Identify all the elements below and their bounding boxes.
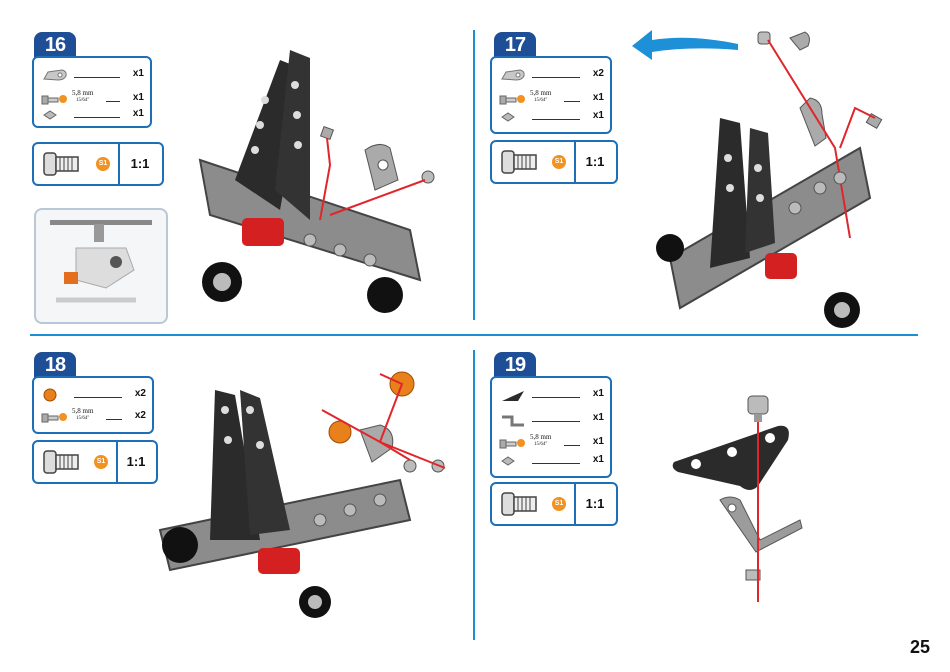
orange-ball-icon	[43, 388, 57, 402]
screw-length: 5,8 mm	[72, 407, 94, 415]
part-qty: x1	[592, 388, 604, 399]
tool-badge: S1	[552, 155, 566, 169]
part-row: x2	[498, 68, 604, 82]
rotate-arrow-icon	[632, 30, 738, 60]
step-number: 16	[34, 32, 76, 58]
step-number: 19	[494, 352, 536, 378]
screwdriver-bit-icon	[43, 152, 79, 176]
part-qty: x2	[592, 68, 604, 79]
part-qty: x1	[592, 436, 604, 447]
scale-label: 1:1	[130, 156, 150, 171]
tool-badge: S1	[94, 455, 108, 469]
part-qty: x1	[132, 92, 144, 103]
step-17-assembly-illustration	[656, 31, 883, 328]
screw-length-inch: 15/64"	[75, 416, 90, 421]
horizontal-divider	[30, 334, 918, 336]
part-qty: x1	[132, 108, 144, 119]
screw-icon	[41, 95, 67, 105]
screw-length-inch: 15/64"	[533, 98, 548, 103]
screwdriver-bit-icon	[43, 450, 79, 474]
part-qty: x2	[134, 388, 146, 399]
bracket-plate-icon	[43, 69, 67, 81]
scale-label: 1:1	[126, 454, 146, 469]
step-number: 17	[494, 32, 536, 58]
tool-box: S1 1:1	[32, 142, 164, 186]
page-number: 25	[909, 637, 930, 657]
nut-icon	[501, 112, 515, 122]
screw-length: 5,8 mm	[530, 89, 552, 97]
screw-length: 5,8 mm	[72, 89, 94, 97]
part-qty: x1	[592, 454, 604, 465]
screw-length: 5,8 mm	[530, 433, 552, 441]
screwdriver-bit-icon	[501, 150, 537, 174]
part-row: x1	[498, 412, 604, 427]
screw-length-inch: 15/64"	[533, 442, 548, 447]
tool-box: S1 1:1	[490, 140, 618, 184]
part-row: x1	[498, 110, 604, 124]
part-qty: x1	[592, 110, 604, 121]
part-qty: x1	[592, 92, 604, 103]
scale-label: 1:1	[585, 496, 605, 511]
vertical-divider-top	[473, 30, 475, 320]
part-row: x1	[40, 108, 144, 122]
step-number: 18	[34, 352, 76, 378]
tool-box: S1 1:1	[32, 440, 158, 484]
screw-icon	[499, 439, 525, 449]
step-19-assembly-illustration	[672, 395, 803, 602]
step-18-assembly-illustration	[158, 371, 446, 618]
part-qty: x1	[592, 412, 604, 423]
tool-box: S1 1:1	[490, 482, 618, 526]
part-row: x1	[498, 388, 604, 402]
bracket-plate-icon	[501, 69, 525, 81]
screw-icon	[499, 95, 525, 105]
part-row: x2	[40, 388, 146, 402]
nut-icon	[501, 456, 515, 466]
screw-length-inch: 15/64"	[75, 98, 90, 103]
tool-badge: S1	[96, 157, 110, 171]
nut-icon	[43, 110, 57, 120]
scale-label: 1:1	[585, 154, 605, 169]
screw-icon	[41, 413, 67, 423]
part-qty: x1	[132, 68, 144, 79]
step-16-assembly-illustration	[198, 50, 435, 313]
screwdriver-bit-icon	[501, 492, 537, 516]
part-row: x1	[40, 68, 144, 82]
helicopter-preview-image	[50, 220, 152, 303]
angle-bracket-icon	[502, 415, 524, 427]
tool-badge: S1	[552, 497, 566, 511]
vertical-divider-bottom	[473, 350, 475, 640]
triangle-plate-icon	[502, 391, 524, 401]
part-qty: x2	[134, 410, 146, 421]
part-row: x1	[498, 454, 604, 468]
preview-inset	[34, 208, 168, 324]
